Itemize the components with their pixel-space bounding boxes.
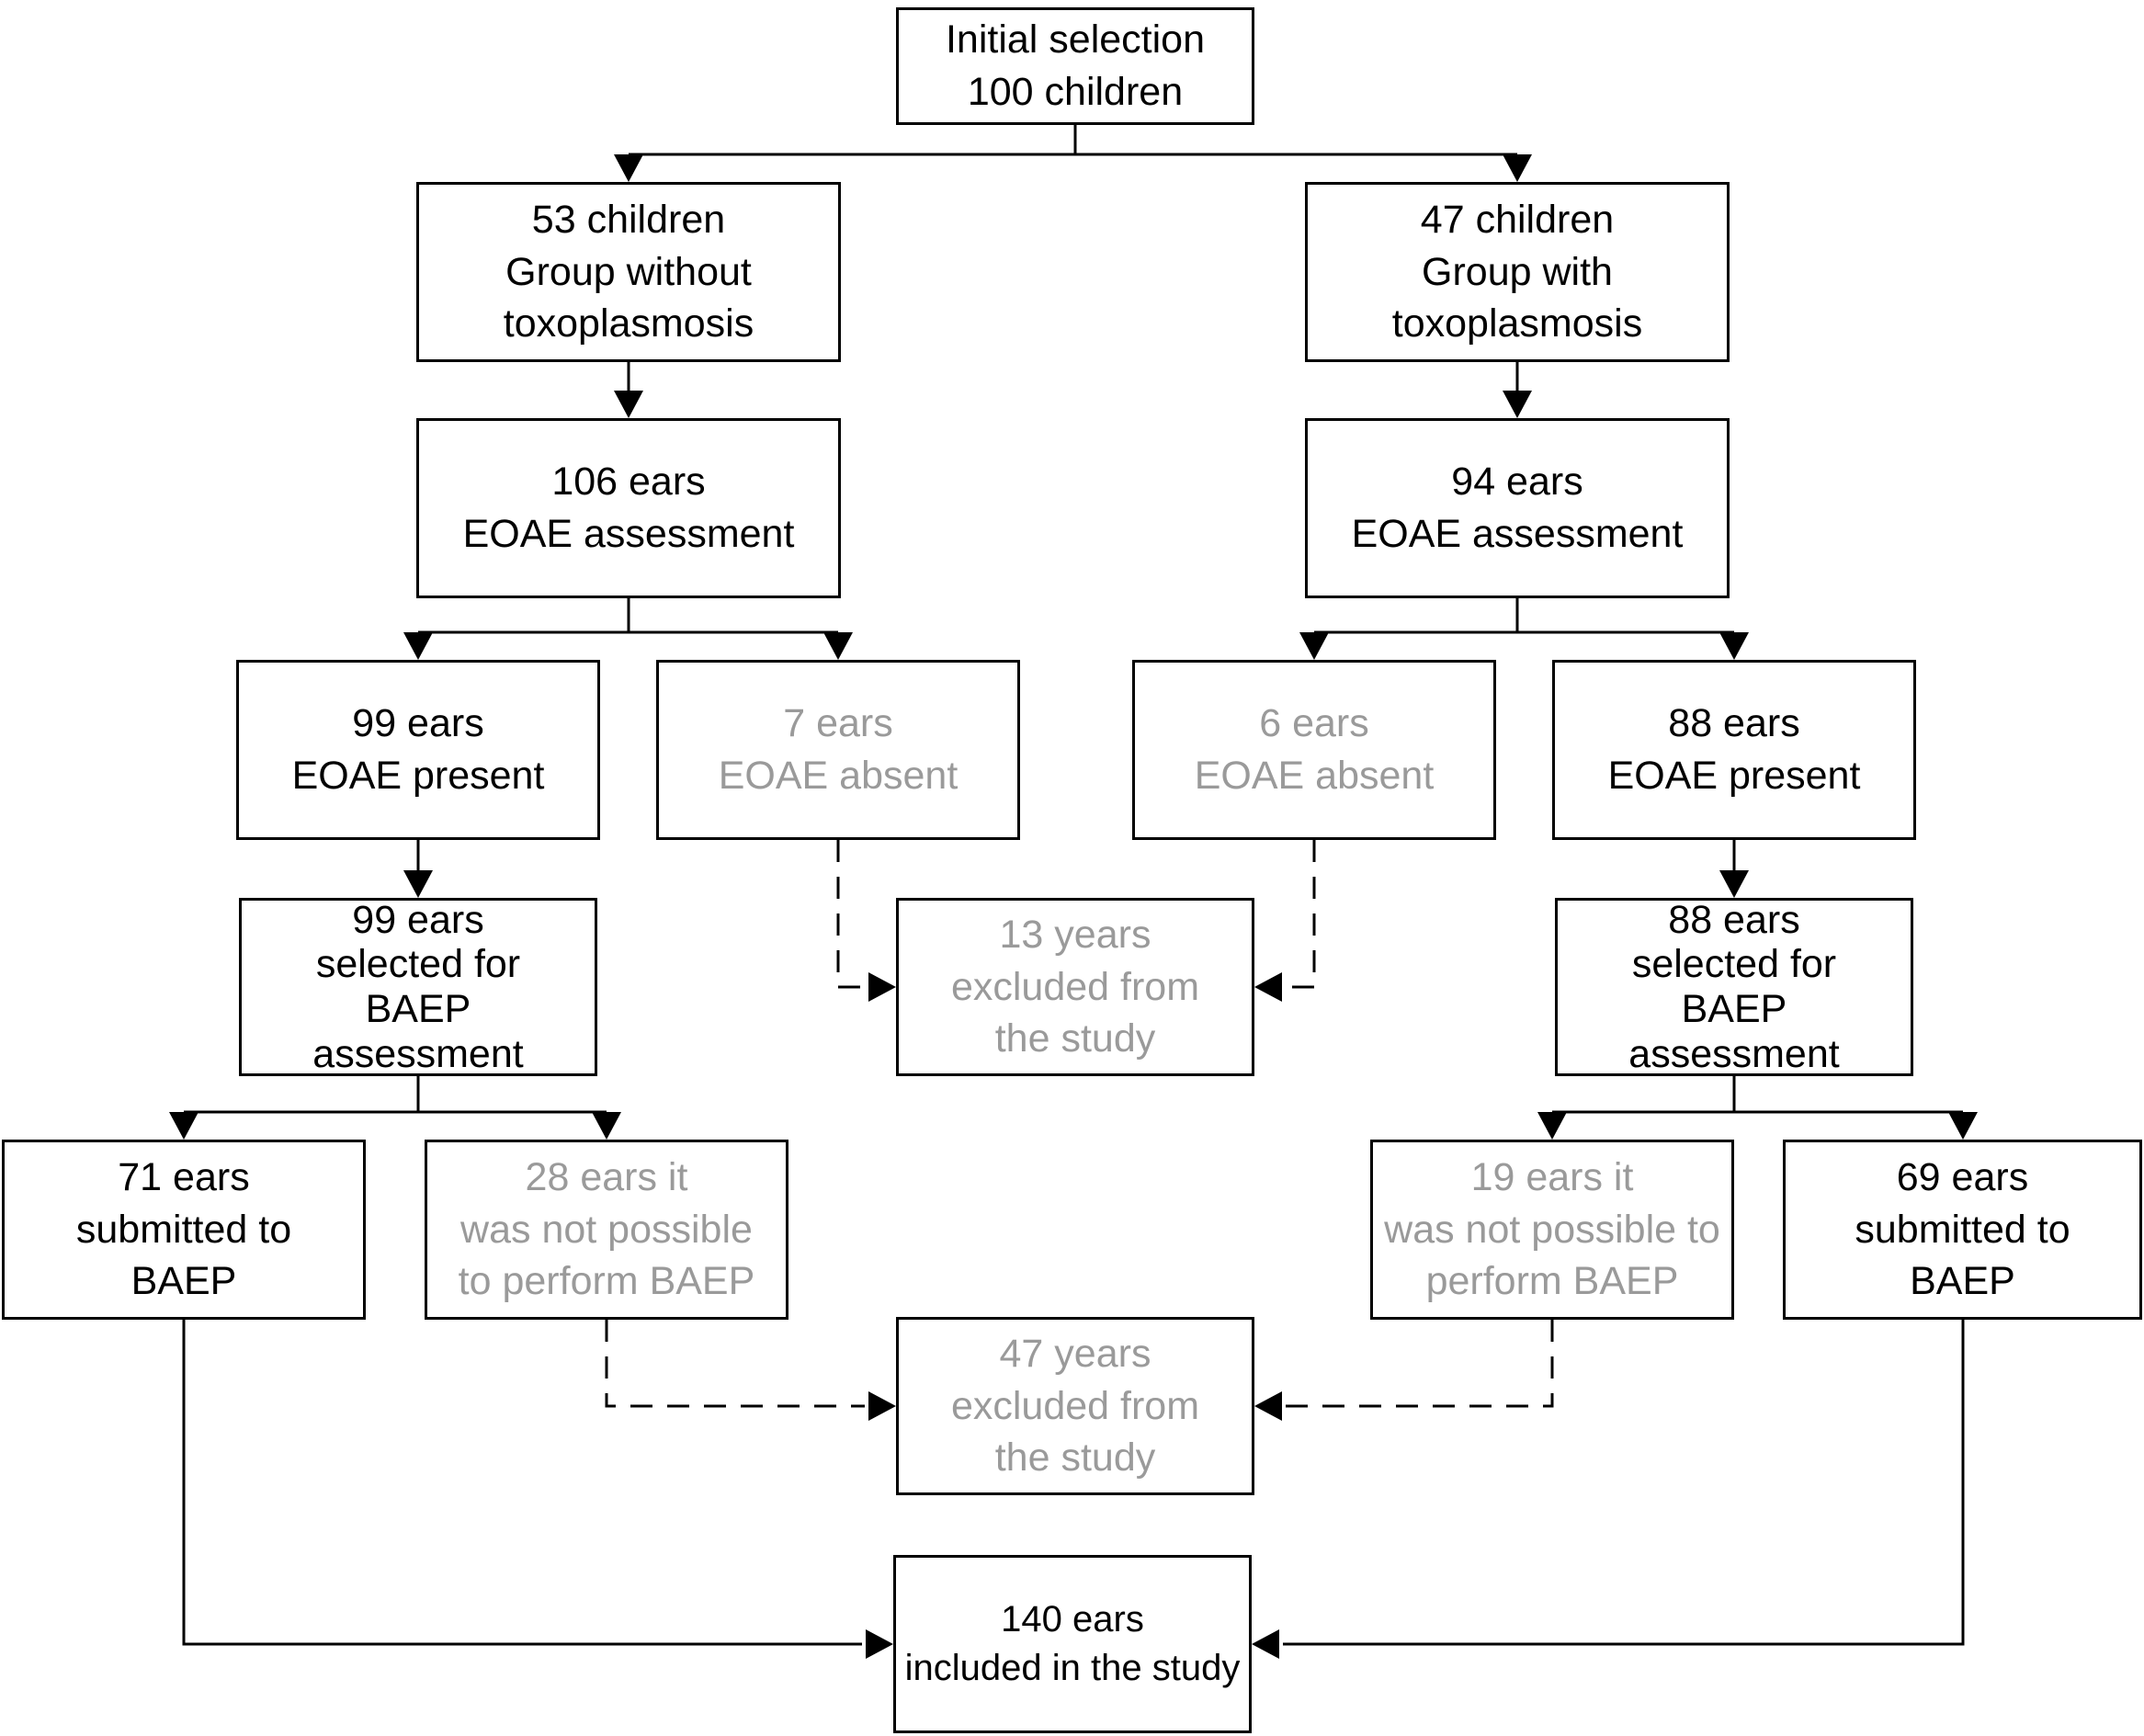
connector-notpossible-right-excluded	[1286, 1320, 1554, 1408]
arrow-right-icon	[866, 1629, 893, 1659]
arrow-down-icon	[614, 154, 643, 182]
node-excluded-47-years: 47 years excluded from the study	[896, 1317, 1254, 1495]
node-group-with-toxoplasmosis: 47 children Group with toxoplasmosis	[1305, 182, 1730, 362]
arrow-down-icon	[823, 632, 853, 660]
node-selected-baep-without: 99 ears selected for BAEP assessment	[239, 898, 597, 1076]
node-eoae-present-with: 88 ears EOAE present	[1552, 660, 1916, 840]
node-eoae-absent-with: 6 ears EOAE absent	[1132, 660, 1496, 840]
arrow-down-icon	[403, 632, 433, 660]
node-included-in-study: 140 ears included in the study	[893, 1555, 1252, 1733]
arrow-down-icon	[169, 1112, 199, 1140]
node-eoae-present-without: 99 ears EOAE present	[236, 660, 600, 840]
connector-initial-split	[629, 125, 1517, 156]
node-selected-baep-with: 88 ears selected for BAEP assessment	[1555, 898, 1913, 1076]
node-excluded-13-ears: 13 years excluded from the study	[896, 898, 1254, 1076]
arrow-down-icon	[1537, 1112, 1567, 1140]
node-group-without-toxoplasmosis: 53 children Group without toxoplasmosis	[416, 182, 841, 362]
arrow-down-icon	[1299, 632, 1329, 660]
connector-absent-right-excluded	[1286, 840, 1316, 989]
connector-eoae-left-split	[418, 598, 838, 634]
connector-eoae-right-split	[1314, 598, 1734, 634]
connector-submitted-left-included	[182, 1320, 862, 1646]
node-not-possible-baep-with: 19 ears it was not possible to perform B…	[1370, 1140, 1734, 1320]
node-eoae-assessment-without: 106 ears EOAE assessment	[416, 418, 841, 598]
arrow-right-icon	[868, 972, 896, 1002]
connector-submitted-right-included	[1283, 1320, 1965, 1646]
node-eoae-assessment-with: 94 ears EOAE assessment	[1305, 418, 1730, 598]
arrow-down-icon	[1719, 870, 1749, 898]
node-submitted-baep-with: 69 ears submitted to BAEP	[1783, 1140, 2142, 1320]
arrow-left-icon	[1252, 1629, 1279, 1659]
arrow-down-icon	[1503, 154, 1532, 182]
connector-selected-right-split	[1552, 1076, 1963, 1114]
arrow-down-icon	[1503, 391, 1532, 418]
arrow-right-icon	[868, 1391, 896, 1421]
node-eoae-absent-without: 7 ears EOAE absent	[656, 660, 1020, 840]
arrow-down-icon	[1719, 632, 1749, 660]
connector-absent-left-excluded	[836, 840, 865, 989]
node-initial-selection: Initial selection 100 children	[896, 7, 1254, 125]
arrow-down-icon	[614, 391, 643, 418]
arrow-left-icon	[1254, 972, 1282, 1002]
connector-selected-left-split	[184, 1076, 607, 1114]
arrow-down-icon	[403, 870, 433, 898]
connector-notpossible-left-excluded	[605, 1320, 865, 1408]
arrow-down-icon	[592, 1112, 621, 1140]
arrow-down-icon	[1948, 1112, 1978, 1140]
node-submitted-baep-without: 71 ears submitted to BAEP	[2, 1140, 366, 1320]
arrow-left-icon	[1254, 1391, 1282, 1421]
node-not-possible-baep-without: 28 ears it was not possible to perform B…	[425, 1140, 788, 1320]
